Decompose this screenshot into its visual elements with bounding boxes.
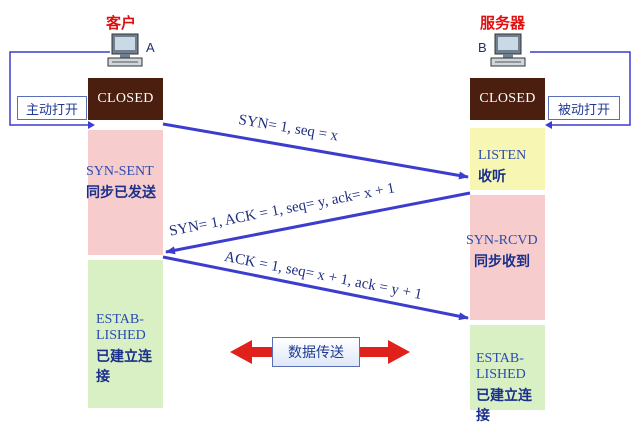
- ack-message-label: ACK = 1, seq= x + 1, ack = y + 1: [222, 249, 424, 304]
- state-zh-label: 同步已发送: [86, 185, 156, 201]
- data-transfer-label: 数据传送: [272, 337, 360, 367]
- syn-message-label: SYN= 1, seq = x: [237, 112, 340, 145]
- client-state-syn-sent: SYN-SENT 同步已发送: [86, 130, 163, 255]
- state-en-label: ESTAB-LISHED: [96, 312, 146, 343]
- client-closed-state: CLOSED: [88, 78, 163, 120]
- server-state-listen: LISTEN 收听: [470, 128, 545, 190]
- passive-open-label: 被动打开: [548, 96, 620, 120]
- client-letter: A: [146, 40, 155, 55]
- client-state-established: ESTAB-LISHED 已建立连接: [88, 260, 163, 408]
- server-role-label: 服务器: [480, 14, 526, 32]
- state-en-label: SYN-RCVD: [466, 233, 538, 248]
- server-state-established: ESTAB-LISHED 已建立连接: [470, 325, 545, 424]
- server-state-syn-rcvd: SYN-RCVD 同步收到: [466, 195, 545, 320]
- state-en-label: ESTAB-LISHED: [476, 351, 526, 382]
- syn-ack-message-label: SYN= 1, ACK = 1, seq= y, ack= x + 1: [168, 180, 397, 240]
- client-role-label: 客户: [106, 14, 137, 32]
- state-en-label: LISTEN: [478, 148, 527, 163]
- active-open-label: 主动打开: [17, 96, 87, 120]
- state-zh-label: 同步收到: [474, 254, 530, 270]
- state-zh-label: 已建立连接: [96, 349, 152, 385]
- state-zh-label: 收听: [478, 169, 506, 185]
- server-letter: B: [478, 40, 487, 55]
- state-zh-label: 已建立连接: [476, 388, 532, 424]
- server-closed-state: CLOSED: [470, 78, 545, 120]
- state-en-label: SYN-SENT: [86, 164, 154, 179]
